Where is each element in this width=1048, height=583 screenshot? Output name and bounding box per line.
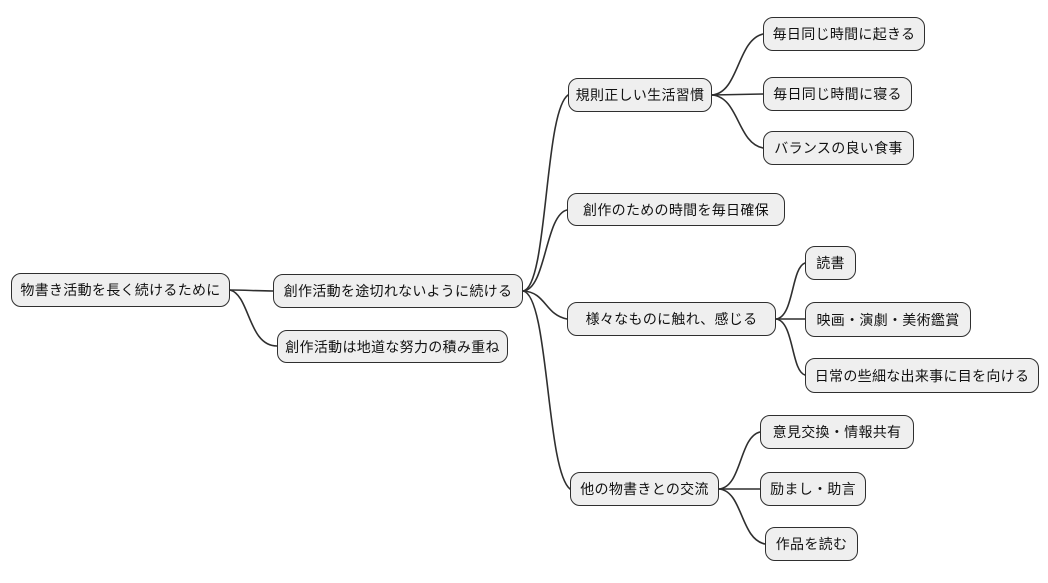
edge-lifestyle-to-sleep-same-time [711,93,764,96]
node-movies-theater-art: 映画・演劇・美術鑑賞 [805,302,971,337]
edge-experience-to-everyday-details [775,318,806,376]
node-continue-creating: 創作活動を途切れないように続ける [273,274,523,308]
edge-continue-to-regular-lifestyle [522,94,569,292]
node-sleep-same-time: 毎日同じ時間に寝る [763,77,912,111]
edge-continue-to-interact-writers [522,290,571,490]
edge-lifestyle-to-wake-same-time [711,33,764,96]
node-daily-creation-time: 創作のための時間を毎日確保 [567,193,785,226]
node-wake-same-time: 毎日同じ時間に起きる [763,17,925,51]
node-regular-lifestyle: 規則正しい生活習慣 [568,78,712,112]
node-experience-things: 様々なものに触れ、感じる [567,302,776,336]
node-root: 物書き活動を長く続けるために [11,273,230,307]
node-balanced-diet: バランスの良い食事 [763,131,914,165]
edge-root-to-continue-creating [229,289,274,292]
node-read-works: 作品を読む [765,527,858,561]
edge-interact-to-read-works [718,488,766,545]
node-everyday-details: 日常の些細な出来事に目を向ける [805,358,1039,393]
edge-continue-to-daily-creation-time [522,209,568,292]
edge-interact-to-exchange-opinions [718,431,761,490]
node-exchange-opinions: 意見交換・情報共有 [760,415,914,449]
edge-continue-to-experience-things [522,290,568,320]
node-steady-effort: 創作活動は地道な努力の積み重ね [277,330,508,363]
edge-experience-to-reading [775,262,806,320]
node-encouragement-advice: 励まし・助言 [760,472,866,506]
node-interact-writers: 他の物書きとの交流 [570,472,719,506]
edge-lifestyle-to-balanced-diet [711,94,764,149]
edge-root-to-steady-effort [229,289,278,347]
node-reading: 読書 [805,246,856,280]
